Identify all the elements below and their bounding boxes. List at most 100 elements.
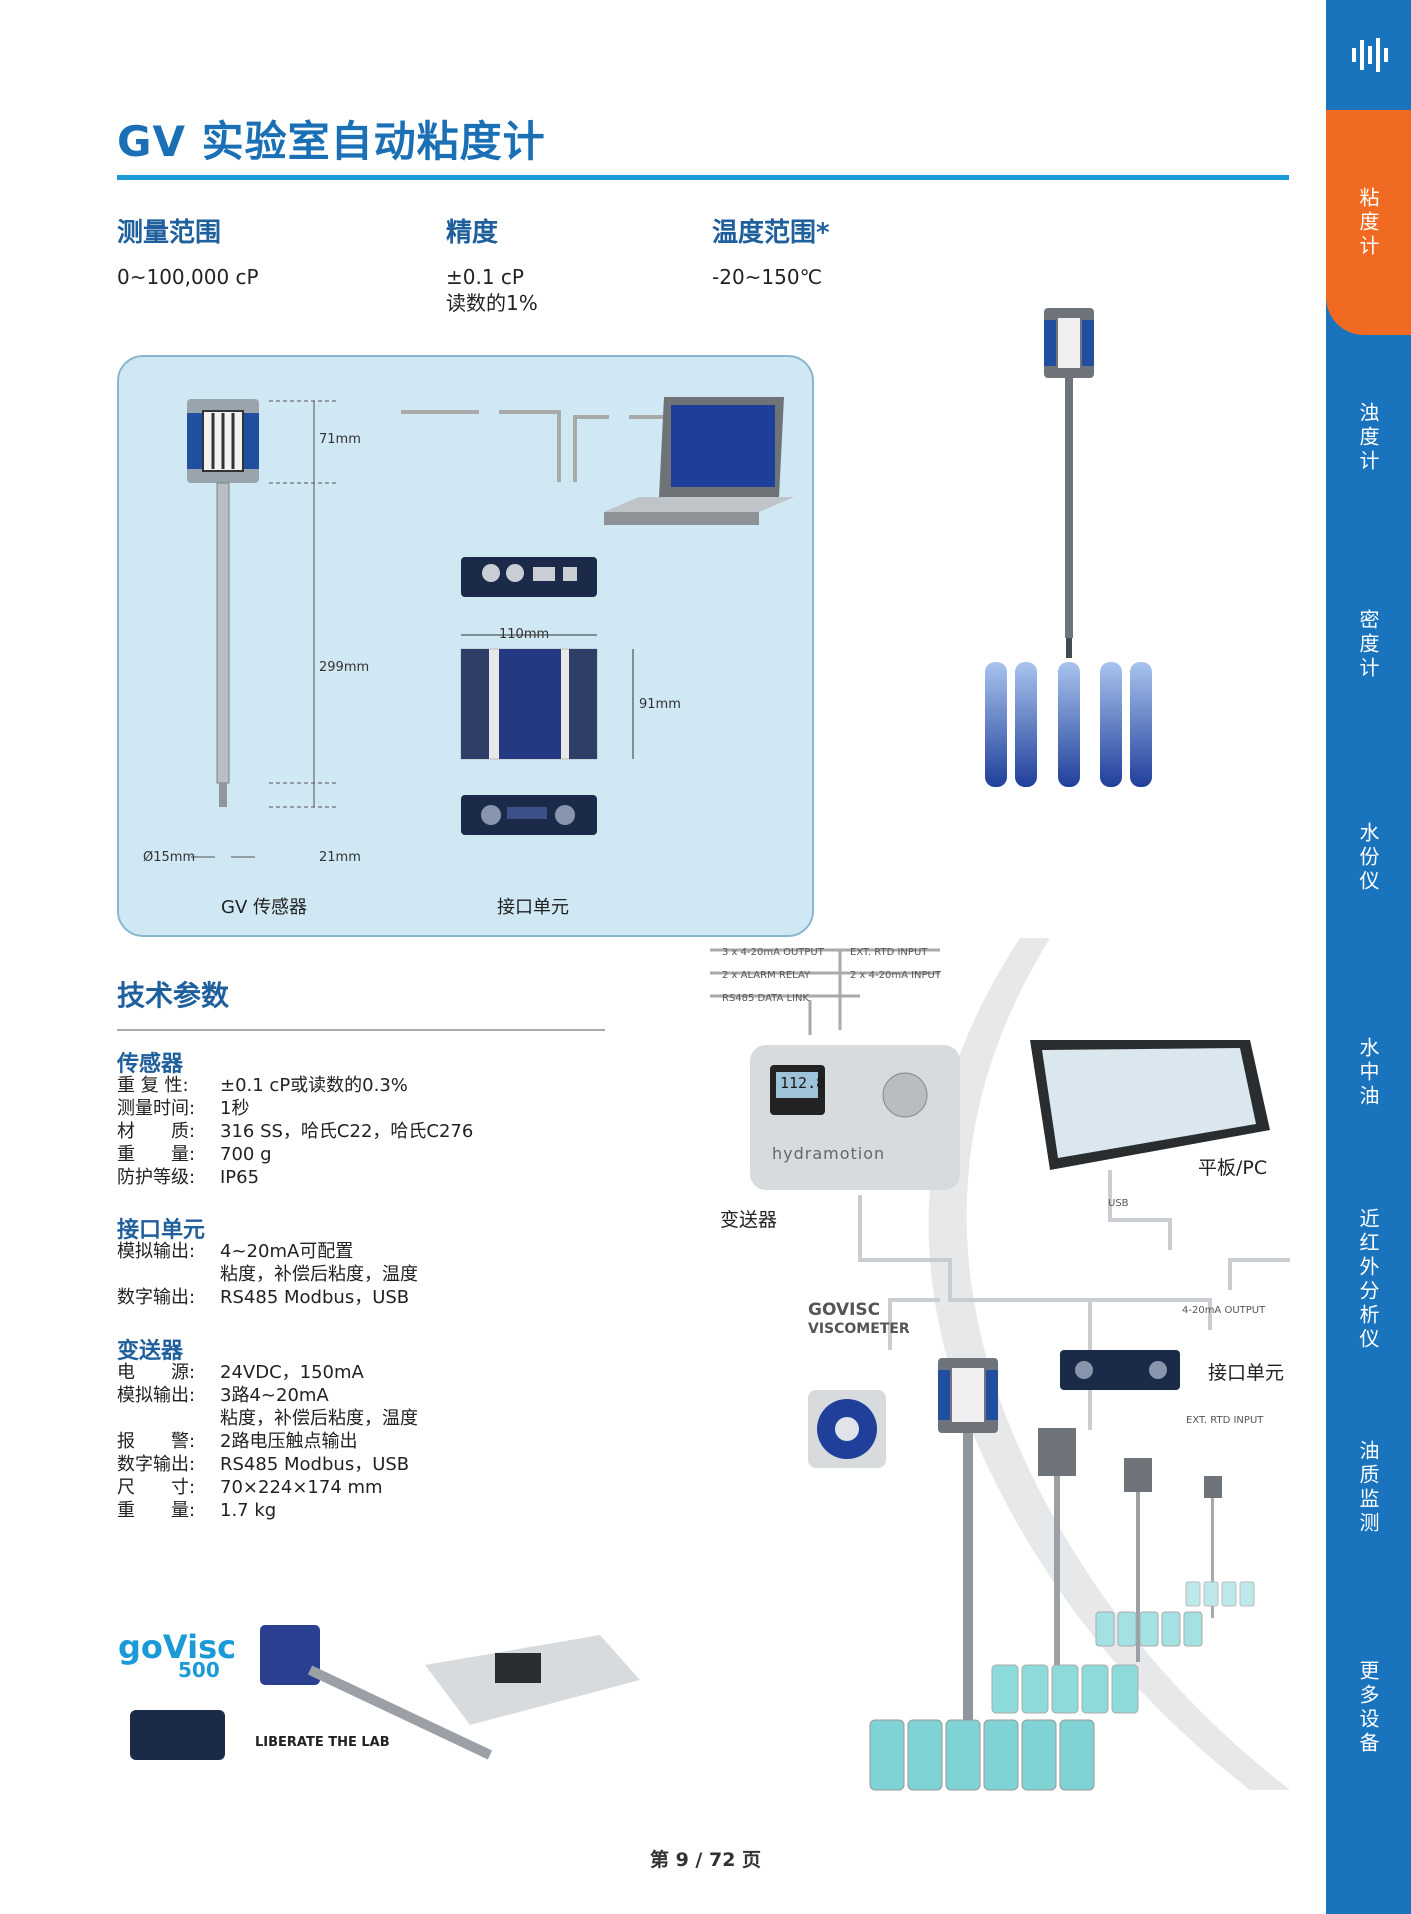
param-value: 700 g [220, 1144, 272, 1165]
transmitter-brand: hydramotion [772, 1144, 886, 1163]
dim-15: Ø15mm [143, 850, 196, 865]
dimension-diagram: 71mm 299mm 21mm Ø15mm 110mm 91mm GV 传感器 … [117, 355, 814, 937]
interface-group-title: 接口单元 [117, 1218, 206, 1243]
param-row: 数字输出: RS485 Modbus，USB [117, 1286, 418, 1309]
param-key: 尺 寸: [117, 1477, 196, 1498]
sidebar-item-label: 近红外分析仪 [1356, 1208, 1380, 1352]
param-value: 4~20mA可配置 [220, 1241, 354, 1262]
param-key: 重 量: [117, 1144, 196, 1165]
sensor-group-title: 传感器 [117, 1052, 184, 1077]
param-key: 模拟输出: [117, 1241, 196, 1262]
sensor-vials-image [985, 308, 1152, 787]
temp-value: -20~150℃ [712, 265, 823, 289]
output-label-3: RS485 DATA LINK [722, 993, 810, 1004]
govisc-logo-number: 500 [178, 1658, 220, 1682]
param-value: 24VDC，150mA [220, 1362, 364, 1383]
param-value: 316 SS，哈氏C22，哈氏C276 [220, 1121, 474, 1142]
sidebar-item-label: 浊度计 [1356, 401, 1380, 474]
param-value: 70×224×174 mm [220, 1477, 383, 1498]
param-key: 数字输出: [117, 1287, 196, 1308]
param-key: 数字输出: [117, 1454, 196, 1475]
range-label: 测量范围 [117, 218, 222, 248]
sidebar-item-label: 水中油 [1356, 1036, 1380, 1109]
govisc-brand: GOVISC [808, 1300, 881, 1320]
page-title: GV 实验室自动粘度计 [117, 117, 546, 166]
tech-params-title: 技术参数 [117, 979, 230, 1012]
param-key: 测量时间: [117, 1098, 196, 1119]
govisc-logo: goVisc [118, 1628, 237, 1666]
interface-caption: 接口单元 [497, 897, 569, 918]
param-value: 1.7 kg [220, 1500, 277, 1521]
param-row: 数字输出: RS485 Modbus，USB [117, 1453, 418, 1476]
sidebar-item-nir-analyzer[interactable]: 近红外分析仪 [1326, 1180, 1411, 1380]
dimension-diagram-art [187, 397, 794, 858]
param-value: 粘度，补偿后粘度，温度 [220, 1264, 418, 1285]
sidebar-item-label: 密度计 [1356, 609, 1380, 681]
transmitter-display-value: 112.8 [780, 1074, 826, 1092]
param-value: 3路4~20mA [220, 1385, 329, 1406]
transmitter-params: 电 源: 24VDC，150mA 模拟输出: 3路4~20mA 粘度，补偿后粘度，温… [117, 1361, 418, 1522]
interface-params: 模拟输出: 4~20mA可配置 粘度，补偿后粘度，温度 数字输出: RS485 Mo… [117, 1240, 418, 1309]
dim-110: 110mm [499, 627, 550, 642]
sidebar-item-label: 油质监测 [1356, 1439, 1380, 1536]
param-row: 模拟输出: 3路4~20mA [117, 1384, 418, 1407]
sidebar-item-label: 水份仪 [1356, 821, 1380, 894]
transmitter-caption: 变送器 [720, 1209, 778, 1231]
dim-21: 21mm [319, 850, 361, 865]
transmitter-group-title: 变送器 [117, 1339, 184, 1364]
param-row: 模拟输出: 4~20mA可配置 [117, 1240, 418, 1263]
param-row: 重 复 性:±0.1 cP或读数的0.3% [117, 1074, 473, 1097]
page-number: 第 9 / 72 页 [649, 1849, 762, 1871]
tech-divider [117, 1029, 605, 1031]
sidebar-item-oil-in-water[interactable]: 水中油 [1326, 965, 1411, 1180]
input-label-3: EXT. RTD INPUT [1186, 1415, 1264, 1426]
param-row: 测量时间: 1秒 [117, 1097, 473, 1120]
system-diagram [710, 938, 1290, 1791]
govisc500-product-image [130, 1625, 640, 1760]
param-row: 重 量: 1.7 kg [117, 1499, 418, 1522]
param-value: IP65 [220, 1167, 260, 1188]
dim-299: 299mm [319, 660, 370, 675]
output-label-4: 4-20mA OUTPUT [1182, 1305, 1266, 1316]
accuracy-value-1: ±0.1 cP [446, 265, 524, 289]
param-key: 电 源: [117, 1362, 196, 1383]
sidebar-item-turbidity[interactable]: 浊度计 [1326, 335, 1411, 540]
param-value: 粘度，补偿后粘度，温度 [220, 1408, 418, 1429]
sidebar-item-viscometer[interactable]: 粘度计 [1326, 110, 1411, 335]
temp-label: 温度范围* [712, 218, 830, 248]
param-value: 1秒 [220, 1098, 250, 1119]
sensor-caption: GV 传感器 [221, 897, 307, 918]
param-row: 粘度，补偿后粘度，温度 [117, 1263, 418, 1286]
output-label-2: 2 x ALARM RELAY [722, 970, 811, 981]
dim-71: 71mm [319, 432, 361, 447]
dim-91: 91mm [639, 697, 681, 712]
param-key: 模拟输出: [117, 1385, 196, 1406]
sidebar-item-oil-monitoring[interactable]: 油质监测 [1326, 1380, 1411, 1595]
promo-tagline: LIBERATE THE LAB [255, 1735, 390, 1750]
sidebar-item-moisture[interactable]: 水份仪 [1326, 750, 1411, 965]
param-row: 材 质:316 SS，哈氏C22，哈氏C276 [117, 1120, 473, 1143]
param-row: 防护等级: IP65 [117, 1166, 473, 1189]
sidebar-item-label: 粘度计 [1356, 186, 1380, 259]
accuracy-value-2: 读数的1% [446, 291, 538, 315]
param-key: 重 量: [117, 1500, 196, 1521]
sidebar-logo [1326, 0, 1411, 110]
param-value: 2路电压触点输出 [220, 1431, 358, 1452]
param-key: 防护等级: [117, 1167, 196, 1188]
sensor-params: 重 复 性:±0.1 cP或读数的0.3% 测量时间: 1秒 材 质:316 SS… [117, 1074, 473, 1189]
param-value: RS485 Modbus，USB [220, 1454, 410, 1475]
category-sidebar: 粘度计 浊度计 密度计 水份仪 水中油 近红外分析仪 油质监测 更多设备 [1326, 0, 1411, 1914]
param-row: 报 警: 2路电压触点输出 [117, 1430, 418, 1453]
usb-label: USB [1108, 1198, 1129, 1209]
param-key: 报 警: [117, 1431, 196, 1452]
system-interface-caption: 接口单元 [1208, 1362, 1285, 1384]
param-row: 重 量: 700 g [117, 1143, 473, 1166]
input-label-2: 2 x 4-20mA INPUT [850, 970, 941, 981]
sidebar-item-more-devices[interactable]: 更多设备 [1326, 1595, 1411, 1820]
viscometer-brand: VISCOMETER [808, 1321, 910, 1337]
param-value: RS485 Modbus，USB [220, 1287, 410, 1308]
param-row: 粘度，补偿后粘度，温度 [117, 1407, 418, 1430]
input-label-1: EXT. RTD INPUT [850, 947, 928, 958]
sidebar-item-density[interactable]: 密度计 [1326, 540, 1411, 750]
brand-logo-icon [1351, 38, 1388, 72]
